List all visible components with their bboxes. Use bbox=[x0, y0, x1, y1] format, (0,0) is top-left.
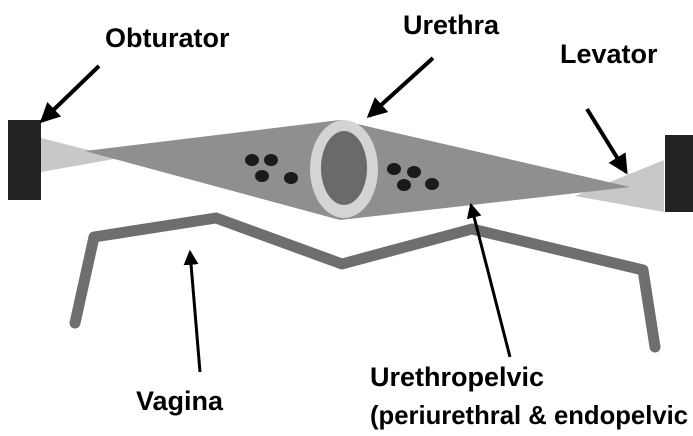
dot bbox=[407, 166, 421, 178]
urethra-label: Urethra bbox=[403, 10, 500, 40]
obturator-label: Obturator bbox=[105, 23, 230, 53]
vagina-line bbox=[75, 218, 655, 347]
urethropelvic-label-line2: (periurethral & endopelvic bbox=[370, 400, 688, 430]
vagina-label: Vagina bbox=[136, 386, 224, 416]
vagina-arrow bbox=[190, 252, 200, 372]
levator-label: Levator bbox=[560, 39, 658, 69]
obturator-attachment-block bbox=[8, 120, 41, 200]
dot bbox=[284, 172, 298, 184]
dot bbox=[255, 170, 269, 182]
levator-attachment-block bbox=[665, 135, 693, 212]
dot bbox=[425, 178, 439, 190]
urethra-arrow bbox=[369, 58, 433, 116]
dot bbox=[397, 179, 411, 191]
dot bbox=[245, 154, 259, 166]
urethropelvic-label-line1: Urethropelvic bbox=[370, 362, 544, 392]
levator-arrow bbox=[587, 109, 626, 172]
dot bbox=[387, 163, 401, 175]
urethra-lumen bbox=[321, 131, 367, 205]
obturator-arrow bbox=[42, 66, 99, 121]
dot bbox=[264, 154, 278, 166]
